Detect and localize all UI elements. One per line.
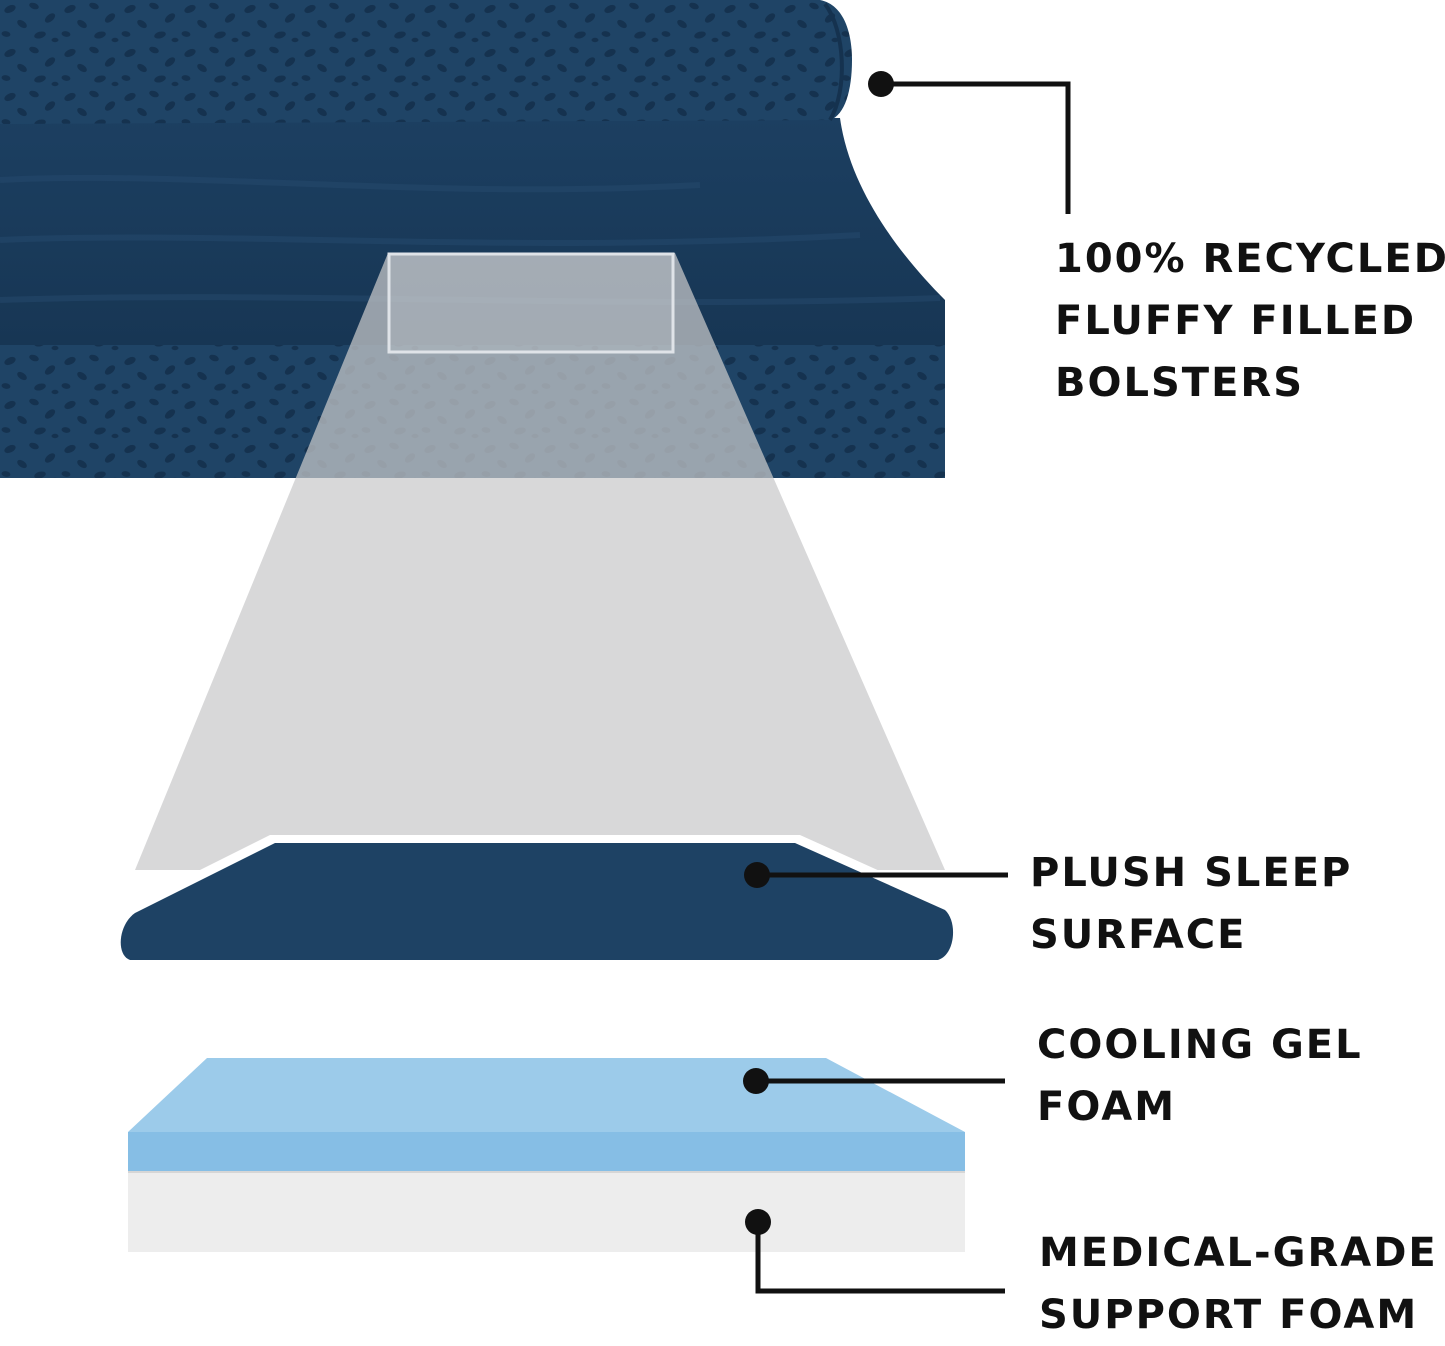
bolsters-label-line: FLUFFY FILLED [1055, 298, 1417, 344]
support-foam-label-line: MEDICAL-GRADE [1039, 1230, 1438, 1276]
callout-gel [743, 1068, 1005, 1094]
bolsters-label-line: BOLSTERS [1055, 360, 1305, 406]
gel-foam-label-line: COOLING GEL [1037, 1022, 1363, 1068]
callout-line [881, 81, 1071, 214]
plush-surface-label-line: PLUSH SLEEP [1030, 850, 1353, 896]
gel-foam-label-line: FOAM [1037, 1084, 1177, 1130]
callout-plush [744, 862, 1008, 888]
plush-surface-label: PLUSH SLEEP SURFACE [1030, 842, 1352, 966]
callout-line [755, 1222, 1005, 1294]
gel-foam-side [128, 1132, 965, 1172]
bed-back-bolster [0, 0, 852, 124]
bolster-seam [823, 2, 844, 122]
gel-foam-label: COOLING GEL FOAM [1037, 1014, 1363, 1138]
zoom-source-window [387, 252, 675, 354]
callout-bolsters [868, 71, 1071, 214]
zoom-projection [135, 253, 945, 870]
support-foam-side [128, 1172, 965, 1252]
plush-surface-label-line: SURFACE [1030, 912, 1247, 958]
callout-support [745, 1209, 1005, 1294]
bed-plush-surface [0, 118, 945, 345]
bolsters-label-line: 100% RECYCLED [1055, 236, 1445, 282]
support-foam-label-line: SUPPORT FOAM [1039, 1292, 1419, 1338]
plush-layer [120, 843, 954, 960]
support-foam-label: MEDICAL-GRADE SUPPORT FOAM [1039, 1222, 1438, 1346]
gel-foam-top [128, 1058, 965, 1132]
bolsters-label: 100% RECYCLED FLUFFY FILLED BOLSTERS [1055, 228, 1445, 414]
